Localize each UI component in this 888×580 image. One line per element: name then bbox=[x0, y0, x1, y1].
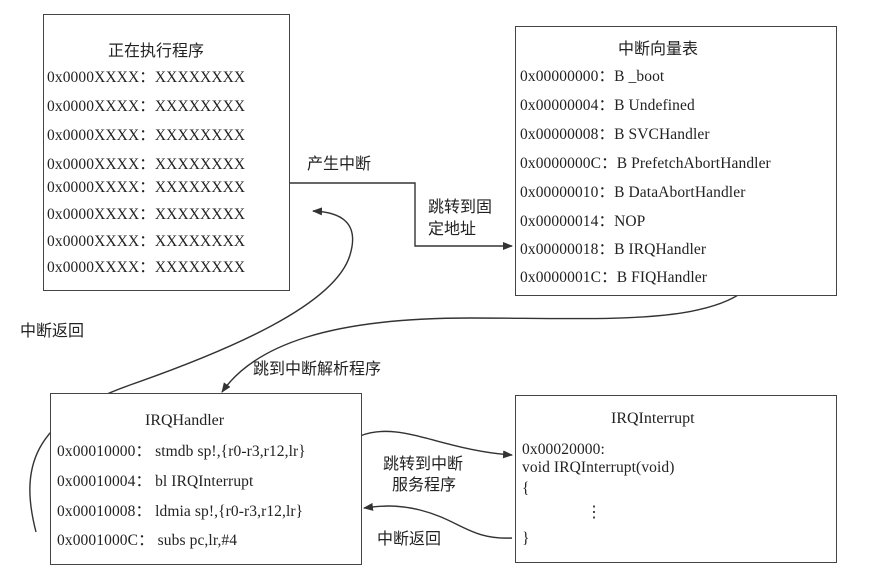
irq-handler-line: 0x00010000： stmdb sp!,{r0-r3,r12,lr} bbox=[57, 443, 306, 460]
arrow-return-to-program bbox=[29, 207, 354, 533]
irq-interrupt-box: IRQInterrupt 0x00020000: void IRQInterru… bbox=[515, 395, 837, 563]
label-jump-fixed-address: 跳转到固 bbox=[428, 199, 493, 216]
running-line: 0x0000XXXX：XXXXXXXX bbox=[47, 127, 246, 144]
irq-handler-line: 0x0001000C： subs pc,lr,#4 bbox=[57, 532, 238, 549]
vector-entry: 0x0000000C：B PrefetchAbortHandler bbox=[520, 155, 771, 172]
vector-entry: 0x0000001C：B FIQHandler bbox=[520, 269, 707, 286]
irq-interrupt-line: 0x00020000: bbox=[522, 441, 605, 458]
label-interrupt-return-bottom: 中断返回 bbox=[377, 531, 442, 548]
running-line: 0x0000XXXX：XXXXXXXX bbox=[47, 98, 246, 115]
vector-entry: 0x00000000：B _boot bbox=[520, 68, 665, 85]
label-jump-to-service-2: 服务程序 bbox=[392, 477, 457, 494]
label-generate-interrupt: 产生中断 bbox=[307, 156, 372, 173]
label-jump-to-service: 跳转到中断 bbox=[383, 456, 464, 473]
vector-table-box: 中断向量表 0x00000000：B _boot 0x00000004：B Un… bbox=[515, 26, 837, 296]
running-program-box: 正在执行程序 0x0000XXXX：XXXXXXXX 0x0000XXXX：XX… bbox=[43, 14, 290, 291]
arrow-return-to-handler bbox=[363, 502, 513, 539]
ellipsis-mark: ⋮ bbox=[586, 504, 602, 521]
irq-handler-box: IRQHandler 0x00010000： stmdb sp!,{r0-r3,… bbox=[50, 393, 362, 565]
irq-handler-line: 0x00010008： ldmia sp!,{r0-r3,r12,lr} bbox=[57, 503, 304, 520]
vector-entry: 0x00000010：B DataAbortHandler bbox=[520, 184, 746, 201]
label-jump-fixed-address-2: 定地址 bbox=[428, 221, 477, 238]
arrow-to-irq-handler bbox=[221, 251, 766, 393]
running-line: 0x0000XXXX：XXXXXXXX bbox=[47, 233, 246, 250]
irq-interrupt-title: IRQInterrupt bbox=[611, 410, 695, 427]
vector-entry: 0x00000018：B IRQHandler bbox=[520, 241, 707, 258]
label-jump-to-parser: 跳到中断解析程序 bbox=[253, 361, 382, 378]
irq-interrupt-line: void IRQInterrupt(void) bbox=[522, 459, 675, 476]
arrow-to-irq-interrupt bbox=[359, 430, 513, 459]
running-line: 0x0000XXXX：XXXXXXXX bbox=[47, 179, 246, 196]
running-program-title: 正在执行程序 bbox=[108, 43, 205, 60]
running-line: 0x0000XXXX：XXXXXXXX bbox=[47, 206, 246, 223]
irq-handler-title: IRQHandler bbox=[145, 412, 225, 429]
label-interrupt-return-left: 中断返回 bbox=[20, 323, 85, 340]
running-line: 0x0000XXXX：XXXXXXXX bbox=[47, 69, 246, 86]
vector-entry: 0x00000014：NOP bbox=[520, 213, 646, 230]
running-line: 0x0000XXXX：XXXXXXXX bbox=[47, 259, 246, 276]
vector-entry: 0x00000008：B SVCHandler bbox=[520, 126, 710, 143]
irq-handler-line: 0x00010004： bl IRQInterrupt bbox=[57, 473, 254, 490]
irq-interrupt-line: } bbox=[522, 530, 530, 547]
vector-entry: 0x00000004：B Undefined bbox=[520, 97, 695, 114]
irq-interrupt-line: { bbox=[522, 480, 530, 497]
running-line: 0x0000XXXX：XXXXXXXX bbox=[47, 156, 246, 173]
vector-table-title: 中断向量表 bbox=[618, 41, 699, 58]
arrow-to-vector-table bbox=[289, 182, 513, 250]
